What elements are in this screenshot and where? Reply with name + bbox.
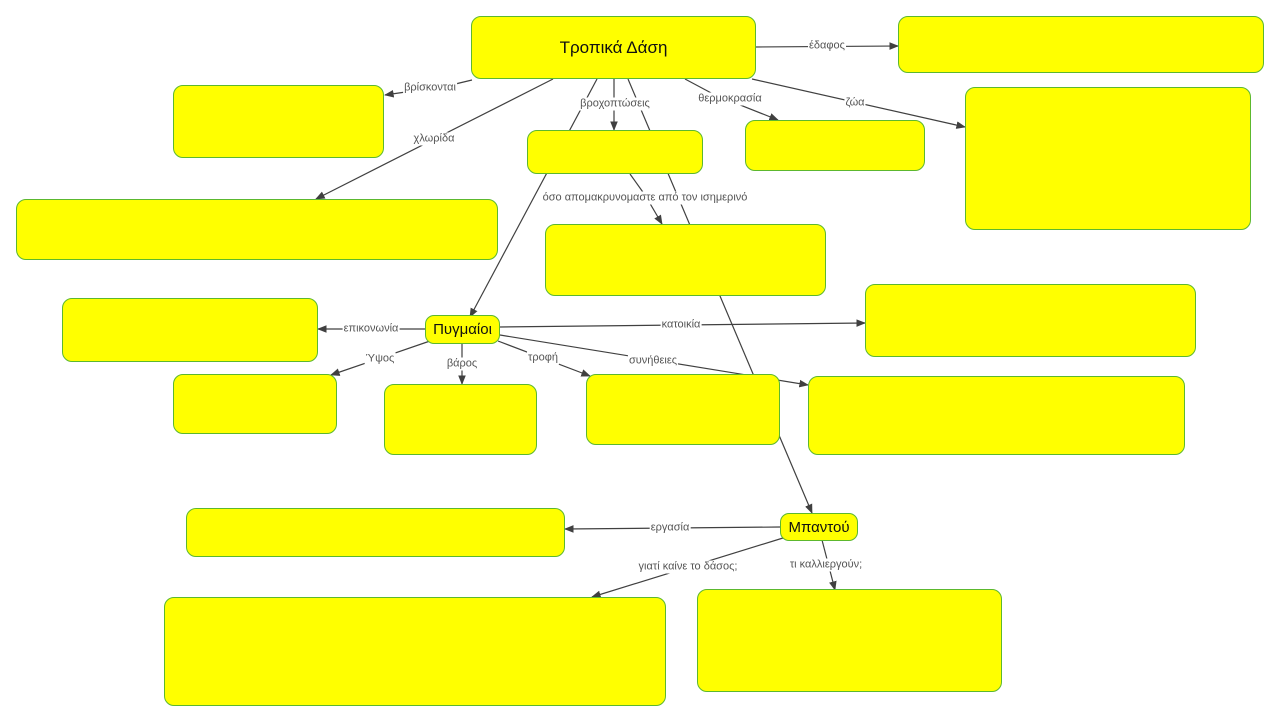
label-crops: τι καλλιεργούν; [788, 558, 864, 572]
label-fauna: ζώα [844, 96, 866, 110]
label-work: εργασία [649, 521, 691, 535]
edge-root-pygmies [469, 78, 598, 318]
label-temperature: θερμοκρασία [697, 92, 763, 106]
label-habits: συνήθειες [627, 354, 679, 368]
node-temperature[interactable] [745, 120, 925, 171]
node-habits[interactable] [808, 376, 1185, 455]
node-location[interactable] [173, 85, 384, 158]
label-burn: γιατί καίνε το δάσος; [637, 560, 739, 574]
node-burn[interactable] [164, 597, 666, 706]
label-soil: έδαφος [808, 39, 846, 53]
label-weight: βάρος [445, 357, 479, 371]
label-found: βρίσκονται [403, 81, 457, 95]
label-communication: επικονωνία [342, 322, 400, 336]
label-equator: όσο απομακρυνομαστε από τον ισημερινό [541, 191, 749, 205]
node-food[interactable] [586, 374, 780, 445]
node-label: Τροπικά Δάση [559, 37, 668, 57]
node-rainfall[interactable] [527, 130, 703, 174]
node-height[interactable] [173, 374, 337, 434]
node-equator[interactable] [545, 224, 826, 296]
node-communication[interactable] [62, 298, 318, 362]
label-food: τροφή [527, 351, 559, 365]
node-bantu[interactable]: Μπαντού [780, 513, 858, 541]
node-flora[interactable] [16, 199, 498, 260]
node-soil[interactable] [898, 16, 1264, 73]
label-housing: κατοικία [660, 318, 702, 332]
node-fauna[interactable] [965, 87, 1251, 230]
node-pygmies[interactable]: Πυγμαίοι [425, 315, 500, 344]
label-height: Ύψος [364, 352, 396, 366]
node-crops[interactable] [697, 589, 1002, 692]
node-tropical-forests[interactable]: Τροπικά Δάση [471, 16, 756, 79]
node-label: Μπαντού [788, 518, 850, 536]
node-work[interactable] [186, 508, 565, 557]
label-rainfall: βροχοπτώσεις [579, 97, 651, 111]
node-label: Πυγμαίοι [433, 321, 492, 338]
label-flora: χλωρίδα [412, 132, 456, 146]
node-housing[interactable] [865, 284, 1196, 357]
node-weight[interactable] [384, 384, 537, 455]
